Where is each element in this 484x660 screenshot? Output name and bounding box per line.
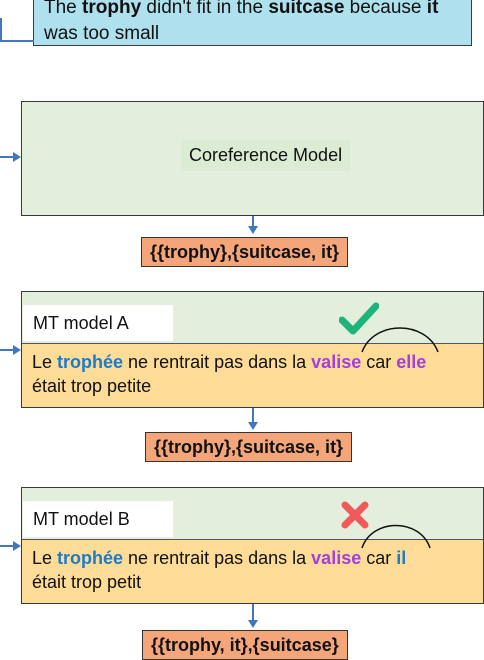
coref-result: {{trophy},{suitcase, it} xyxy=(141,237,349,267)
input-connector-vertical xyxy=(0,18,2,41)
coreference-model-label: Coreference Model xyxy=(181,140,351,171)
mt-a-input-arrow-line xyxy=(0,349,14,351)
mt-model-a-label: MT model A xyxy=(23,305,173,341)
text-segment: because xyxy=(344,0,427,18)
mt-model-b-translation: Le trophée ne rentrait pas dans la valis… xyxy=(22,539,483,603)
mt-model-b-translation-line2: était trop petit xyxy=(32,572,142,592)
mt-b-output-arrow-head xyxy=(248,620,258,628)
coref-input-arrow-line xyxy=(0,156,14,158)
coref-input-arrow-head xyxy=(13,152,21,162)
coref-output-arrow-head xyxy=(248,226,258,234)
coreference-arc-b xyxy=(361,524,431,549)
text-segment: trophée xyxy=(57,548,124,568)
mt-b-output-arrow-line xyxy=(252,604,254,622)
mt-model-a-box: MT model A Le trophée ne rentrait pas da… xyxy=(21,291,484,408)
text-segment: Le xyxy=(32,548,58,568)
check-icon xyxy=(339,302,379,335)
text-segment: car xyxy=(361,548,397,568)
mt-a-output-arrow-line xyxy=(252,408,254,424)
mt-model-b-label: MT model B xyxy=(23,501,173,537)
mt-a-input-arrow-head xyxy=(13,345,21,355)
text-segment: ne rentrait pas dans la xyxy=(123,548,312,568)
mt-model-a-translation: Le trophée ne rentrait pas dans la valis… xyxy=(22,343,483,407)
model-a-result: {{trophy},{suitcase, it} xyxy=(145,432,353,462)
mt-b-input-arrow-head xyxy=(13,541,21,551)
text-segment: Le xyxy=(32,352,58,372)
coreference-arc-a xyxy=(361,327,439,353)
mt-model-a-translation-line1: Le trophée ne rentrait pas dans la valis… xyxy=(32,350,473,374)
text-segment: valise xyxy=(311,352,362,372)
mt-model-a-translation-line2: était trop petite xyxy=(32,376,152,396)
text-segment: valise xyxy=(311,548,362,568)
input-sentence-box: The trophy didn't fit in the suitcase be… xyxy=(33,0,472,46)
model-b-result: {{trophy, it},{suitcase} xyxy=(142,630,348,660)
input-connector xyxy=(0,40,34,42)
text-segment: ne rentrait pas dans la xyxy=(123,352,312,372)
mt-model-b-box: MT model B Le trophée ne rentrait pas da… xyxy=(21,487,484,604)
input-sentence-line1: The trophy didn't fit in the suitcase be… xyxy=(44,0,461,21)
text-segment: suitcase xyxy=(268,0,345,18)
mt-b-input-arrow-line xyxy=(0,545,14,547)
input-sentence-line2: was too small xyxy=(44,23,160,44)
cross-icon xyxy=(341,501,369,529)
text-segment: it xyxy=(426,0,439,18)
mt-model-b-translation-line1: Le trophée ne rentrait pas dans la valis… xyxy=(32,546,473,570)
text-segment: trophée xyxy=(57,352,124,372)
text-segment: elle xyxy=(396,352,427,372)
coref-output-arrow-line xyxy=(252,216,254,228)
text-segment: il xyxy=(396,548,407,568)
text-segment: The xyxy=(44,0,83,18)
coreference-model-box: Coreference Model xyxy=(21,101,484,216)
text-segment: didn't fit in the xyxy=(141,0,269,18)
mt-a-output-arrow-head xyxy=(248,422,258,430)
text-segment: trophy xyxy=(82,0,142,18)
text-segment: car xyxy=(361,352,397,372)
